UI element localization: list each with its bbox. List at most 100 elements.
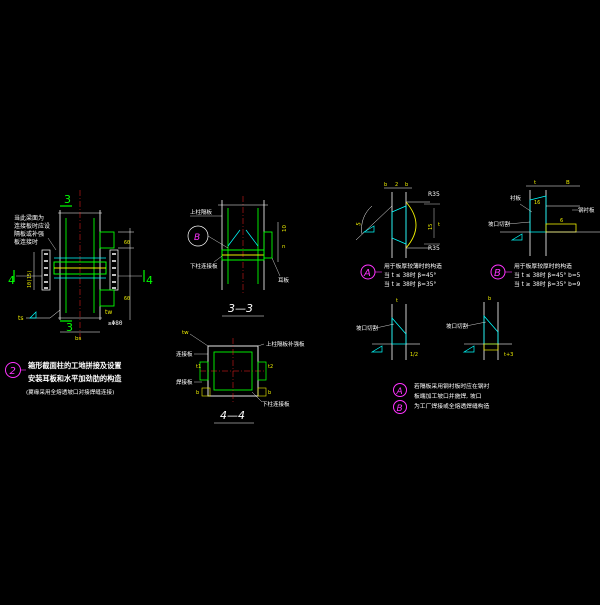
s44-label-bottom-right-leader — [251, 391, 263, 403]
dim-right-1: 60 — [124, 240, 130, 246]
s33-circle-mark: B — [194, 233, 200, 243]
lower-ear-plate — [99, 289, 115, 307]
section-4-4: tw 上柱隔板补强板 连接板 焊接板 下柱连接板 t1 t2 b b 4—4 — [176, 330, 305, 424]
cut-3-top-label: 3 — [64, 193, 71, 206]
b-backing-bar — [545, 223, 577, 233]
s33-stiffener-left — [227, 229, 241, 247]
s33-label-right: 耳板 — [278, 276, 290, 284]
s33-label-top: 上柱隔板 — [190, 208, 213, 216]
dim-tw-label: tw — [105, 309, 112, 316]
s33-stiffener-right — [245, 229, 259, 247]
note-a-marker: A — [396, 387, 403, 397]
s44-dim-t1: t1 — [196, 364, 201, 370]
b-dim-16: 16 — [534, 200, 540, 206]
detail-2-title-note: (翼缘采用全熔透坡口对接焊缝连接) — [26, 388, 114, 396]
detail-2-title-line-1: 箱形截面柱的工地拼接及设置 — [28, 361, 121, 370]
sd1-weld-symbol — [370, 345, 383, 353]
note-b-marker: B — [397, 404, 403, 414]
note-a-circle — [393, 383, 407, 397]
a-marker: A — [363, 268, 371, 279]
s33-dim-n: n — [282, 244, 286, 250]
s44-dim-b1: b — [196, 390, 199, 396]
s44-title: 4—4 — [220, 409, 245, 422]
s44-bl-block — [201, 387, 211, 397]
a-dim-15: 15 — [428, 224, 434, 230]
b-label-groove: 坡口切割 — [488, 220, 511, 228]
section-3-3: 上柱隔板 下柱连接板 耳板 B 10 n 3—3 — [187, 196, 290, 317]
left-bolt-group — [41, 249, 51, 291]
b-note-line-1: 用于板厚较厚时的构造 — [514, 262, 572, 270]
sd2-label-leader — [465, 321, 487, 327]
notes-ab-line-2: 板端加工坡口并施焊, 坡口 — [414, 392, 482, 400]
cut-4-right-label: 4 — [146, 274, 153, 287]
b-label-weld-leader — [519, 203, 533, 213]
b-note-line-3: 当 t ≥ 38时 β=35° b=9 — [514, 280, 581, 288]
sd1-dim-t: t — [396, 298, 398, 304]
a-dim-r35-top: R35 — [428, 191, 440, 198]
b-label-groove-leader — [507, 221, 531, 225]
sd2-label: 坡口切割 — [446, 322, 469, 330]
dim-right-2: 60 — [124, 296, 130, 302]
a-note-line-3: 当 t ≥ 38时 β=35° — [384, 280, 436, 288]
detail-2-title-line-2: 安装耳板和水平加劲肋的构造 — [28, 374, 122, 383]
cut-4-left-label: 4 — [8, 274, 15, 287]
small-details: 坡口切割 1/2 t 坡口切割 t+3 b — [356, 296, 513, 360]
sd2-dim-b: b — [488, 296, 491, 302]
s33-label-mid: 下柱连接板 — [190, 262, 218, 270]
notes-ab-line-3: 为工厂焊接或全熔透焊缝构造 — [414, 402, 490, 410]
s44-tw-leader — [189, 333, 209, 347]
ts-arrow — [49, 309, 61, 319]
sd1-bevel — [391, 316, 407, 345]
s33-dim-10: 10 — [282, 225, 288, 232]
a-dim-top-1: b — [384, 182, 387, 188]
sd1-label: 坡口切割 — [356, 324, 379, 332]
s33-label-right-leader — [271, 257, 281, 277]
s44-br-block — [257, 387, 267, 397]
a-dim-top-3: b — [405, 182, 408, 188]
b-dim-top-b: B — [566, 180, 570, 186]
a-groove-arc — [405, 201, 417, 249]
sd2-bevel — [483, 314, 499, 345]
sd2-dim: t+3 — [504, 352, 513, 358]
weld-symbol-left — [29, 311, 37, 319]
a-weld-symbol — [362, 225, 375, 233]
cut-3-bottom-label: 3 — [66, 321, 73, 334]
dim-vertical-label: 10(15) — [27, 270, 33, 288]
dim-bs-label: bs — [75, 336, 81, 342]
a-dim-5: 5 — [356, 221, 363, 226]
a-note-line-1: 用于板厚较薄时的构造 — [384, 262, 442, 270]
a-note-line-2: 当 t ≤ 38时 β=45° — [384, 271, 436, 279]
left-note: 当此梁面为 连接板时应设 隔板或补强 板连接时 — [14, 214, 57, 251]
notes-ab: A B 若隔板采用钢衬板时应在钢衬 板端加工坡口并施焊, 坡口 为工厂焊接或全熔… — [393, 382, 490, 414]
b-dim-6: 6 — [560, 218, 563, 224]
s44-dim-b2: b — [268, 390, 271, 396]
b-label-backing: 钢衬板 — [578, 206, 595, 214]
s44-label-left-2: 焊接板 — [176, 378, 193, 386]
b-dim-top-t: t — [534, 180, 537, 186]
s33-title: 3—3 — [228, 302, 253, 315]
note-left-line-4: 板连接时 — [14, 238, 38, 246]
detail-2-splice: 3 3 — [5, 190, 153, 396]
s44-label-top-right: 上柱隔板补强板 — [266, 340, 305, 348]
s33-label-mid-leader — [213, 255, 223, 263]
note-left-line-2: 连接板时应设 — [14, 222, 50, 230]
s44-label-bottom-right: 下柱连接板 — [262, 400, 290, 408]
sd2-weld-symbol — [462, 345, 475, 353]
note-left-line-3: 隔板或补强 — [14, 230, 44, 238]
notes-ab-line-1: 若隔板采用钢衬板时应在钢衬 — [414, 382, 490, 390]
a-angle-line — [355, 205, 393, 241]
b-label-weld: 衬板 — [510, 194, 522, 202]
a-weld-zone — [391, 205, 407, 245]
b-note-line-2: 当 t ≤ 38时 β=45° b=5 — [514, 271, 581, 279]
s33-ear-plate — [263, 231, 273, 259]
s44-dim-t2: t2 — [268, 364, 273, 370]
s44-label-left-1: 连接板 — [176, 350, 193, 358]
s44-label-top-right-leader — [257, 343, 265, 347]
a-dim-t: t — [438, 222, 440, 228]
a-angle-arc — [361, 205, 373, 235]
b-weld-symbol — [510, 233, 523, 241]
sd1-label-leader — [375, 323, 395, 329]
sd2-backing — [483, 343, 499, 351]
